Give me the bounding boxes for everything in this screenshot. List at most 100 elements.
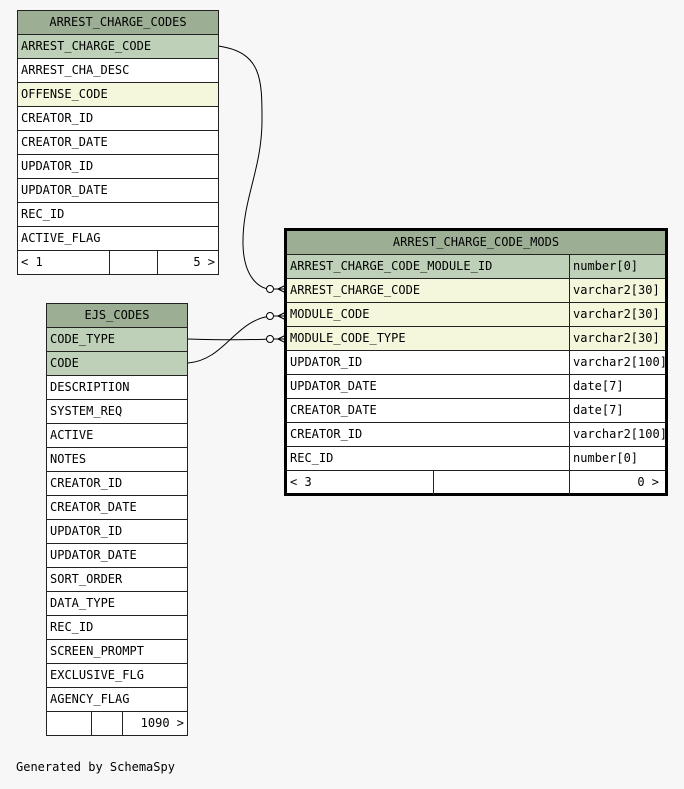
column-name: UPDATOR_ID: [50, 524, 123, 538]
column-row[interactable]: ARREST_CHARGE_CODE_MODULE_ID number[0]: [287, 255, 665, 279]
column-name: CODE_TYPE: [50, 332, 116, 346]
column-row[interactable]: SYSTEM_REQ: [47, 400, 187, 424]
column-name: CREATOR_DATE: [50, 500, 137, 514]
column-row[interactable]: NOTES: [47, 448, 187, 472]
column-row[interactable]: CREATOR_ID varchar2[100]: [287, 423, 665, 447]
relationship-arrest-charge-code: [217, 45, 272, 290]
column-name: MODULE_CODE: [290, 307, 370, 321]
column-name: ACTIVE_FLAG: [21, 231, 101, 245]
column-row[interactable]: CREATOR_DATE: [47, 496, 187, 520]
column-row[interactable]: SCREEN_PROMPT: [47, 640, 187, 664]
table-footer: 1090 >: [47, 712, 187, 736]
column-row[interactable]: UPDATOR_ID varchar2[100]: [287, 351, 665, 375]
column-row[interactable]: ARREST_CHARGE_CODE: [18, 35, 218, 59]
column-type: varchar2[30]: [573, 331, 660, 345]
parent-count: < 3: [290, 475, 312, 489]
column-row[interactable]: DESCRIPTION: [47, 376, 187, 400]
column-type: number[0]: [573, 259, 639, 273]
column-name: CREATOR_ID: [290, 427, 363, 441]
column-row[interactable]: CREATOR_ID: [18, 107, 218, 131]
column-name: CODE: [50, 356, 79, 370]
column-name: UPDATOR_DATE: [21, 183, 108, 197]
column-type: date[7]: [573, 403, 624, 417]
column-name: REC_ID: [50, 620, 94, 634]
table-ejs-codes[interactable]: EJS_CODES CODE_TYPE CODE DESCRIPTION SYSTEM…: [46, 303, 188, 736]
relationship-code: [187, 315, 272, 364]
column-name: DATA_TYPE: [50, 596, 116, 610]
table-header: ARREST_CHARGE_CODE_MODS: [287, 231, 665, 255]
column-row[interactable]: ACTIVE_FLAG: [18, 227, 218, 251]
column-name: REC_ID: [290, 451, 334, 465]
crowfoot-circle: [266, 285, 274, 293]
table-header: EJS_CODES: [47, 304, 187, 328]
column-name: MODULE_CODE_TYPE: [290, 331, 406, 345]
column-name: CREATOR_ID: [50, 476, 123, 490]
column-name: ARREST_CHA_DESC: [21, 63, 130, 77]
column-name: UPDATOR_ID: [290, 355, 363, 369]
child-count: 1090 >: [140, 716, 184, 730]
relationship-code-type: [187, 338, 272, 341]
column-row[interactable]: REC_ID: [47, 616, 187, 640]
column-row[interactable]: UPDATOR_DATE date[7]: [287, 375, 665, 399]
table-title: ARREST_CHARGE_CODES: [49, 15, 187, 29]
column-row[interactable]: ARREST_CHARGE_CODE varchar2[30]: [287, 279, 665, 303]
crowfoot-circle: [266, 335, 274, 343]
column-row[interactable]: OFFENSE_CODE: [18, 83, 218, 107]
column-name: EXCLUSIVE_FLG: [50, 668, 144, 682]
column-name: ARREST_CHARGE_CODE: [21, 39, 152, 53]
column-row[interactable]: CREATOR_DATE date[7]: [287, 399, 665, 423]
column-row[interactable]: UPDATOR_ID: [18, 155, 218, 179]
table-arrest-charge-code-mods[interactable]: ARREST_CHARGE_CODE_MODS ARREST_CHARGE_CO…: [284, 228, 668, 496]
column-row[interactable]: EXCLUSIVE_FLG: [47, 664, 187, 688]
table-arrest-charge-codes[interactable]: ARREST_CHARGE_CODES ARREST_CHARGE_CODE AR…: [17, 10, 219, 275]
column-row[interactable]: UPDATOR_DATE: [18, 179, 218, 203]
column-name: DESCRIPTION: [50, 380, 130, 394]
column-type: varchar2[100]: [573, 427, 665, 441]
column-row[interactable]: REC_ID number[0]: [287, 447, 665, 471]
table-header: ARREST_CHARGE_CODES: [18, 11, 218, 35]
column-name: UPDATOR_ID: [21, 159, 94, 173]
column-name: ACTIVE: [50, 428, 94, 442]
table-footer: < 1 5 >: [18, 251, 218, 275]
column-row[interactable]: CREATOR_ID: [47, 472, 187, 496]
column-row[interactable]: MODULE_CODE_TYPE varchar2[30]: [287, 327, 665, 351]
column-name: NOTES: [50, 452, 87, 466]
column-row[interactable]: UPDATOR_DATE: [47, 544, 187, 568]
column-name: SORT_ORDER: [50, 572, 123, 586]
column-name: CREATOR_DATE: [21, 135, 108, 149]
column-name: UPDATOR_DATE: [50, 548, 137, 562]
column-name: CREATOR_ID: [21, 111, 94, 125]
column-name: AGENCY_FLAG: [50, 692, 130, 706]
parent-count: < 1: [21, 255, 43, 269]
column-name: UPDATOR_DATE: [290, 379, 377, 393]
column-type: varchar2[30]: [573, 283, 660, 297]
table-title: ARREST_CHARGE_CODE_MODS: [392, 235, 560, 249]
column-row[interactable]: AGENCY_FLAG: [47, 688, 187, 712]
column-row[interactable]: ACTIVE: [47, 424, 187, 448]
column-name: ARREST_CHARGE_CODE: [290, 283, 421, 297]
column-type: date[7]: [573, 379, 624, 393]
column-name: REC_ID: [21, 207, 65, 221]
column-row[interactable]: UPDATOR_ID: [47, 520, 187, 544]
column-row[interactable]: CODE_TYPE: [47, 328, 187, 352]
column-row[interactable]: SORT_ORDER: [47, 568, 187, 592]
column-row[interactable]: ARREST_CHA_DESC: [18, 59, 218, 83]
column-name: SCREEN_PROMPT: [50, 644, 144, 658]
column-row[interactable]: REC_ID: [18, 203, 218, 227]
column-type: number[0]: [573, 451, 639, 465]
column-type: varchar2[100]: [573, 355, 665, 369]
column-type: varchar2[30]: [573, 307, 660, 321]
child-count: 5 >: [193, 255, 215, 269]
column-name: SYSTEM_REQ: [50, 404, 123, 418]
child-count: 0 >: [637, 475, 659, 489]
table-title: EJS_CODES: [84, 308, 150, 322]
column-name: OFFENSE_CODE: [21, 87, 108, 101]
column-row[interactable]: DATA_TYPE: [47, 592, 187, 616]
column-row[interactable]: CODE: [47, 352, 187, 376]
column-row[interactable]: MODULE_CODE varchar2[30]: [287, 303, 665, 327]
crowfoot-circle: [266, 312, 274, 320]
column-row[interactable]: CREATOR_DATE: [18, 131, 218, 155]
column-name: CREATOR_DATE: [290, 403, 377, 417]
table-footer: < 3 0 >: [287, 471, 665, 495]
column-name: ARREST_CHARGE_CODE_MODULE_ID: [290, 259, 493, 273]
